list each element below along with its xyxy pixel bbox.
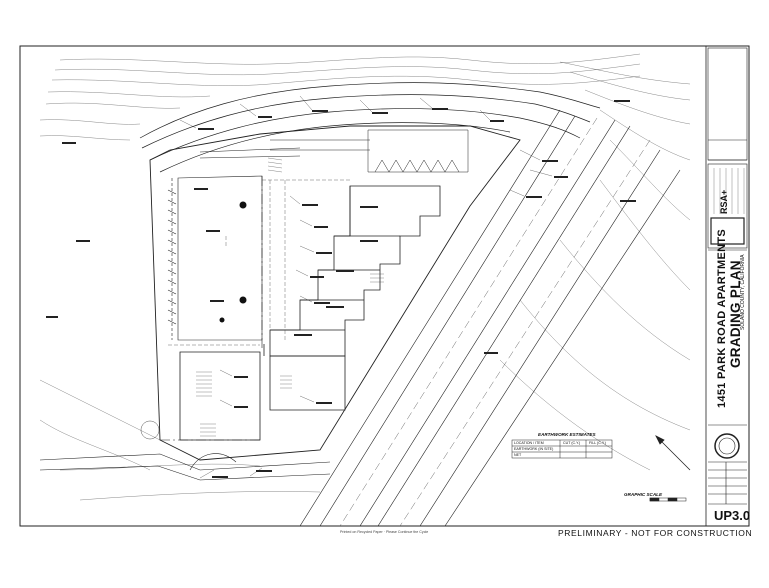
graphic-scale-label: GRAPHIC SCALE (624, 492, 663, 497)
spot-elevation-leaders (179, 95, 553, 479)
project-title: 1451 PARK ROAD APARTMENTS (716, 228, 728, 408)
park-road (139, 82, 601, 173)
title-block-frame (707, 47, 748, 505)
sheet-number: UP3.0 (714, 508, 751, 523)
spot-elevation-labels (46, 100, 636, 478)
grade-breaks (168, 179, 350, 346)
storm-drain-line (160, 176, 263, 441)
earthwork-table-title: EARTHWORK ESTIMATES (538, 432, 596, 437)
catch-basins (219, 201, 247, 323)
preliminary-notice: PRELIMINARY - NOT FOR CONSTRUCTION (558, 528, 753, 538)
apartment-buildings (179, 185, 441, 441)
north-arrow (655, 435, 691, 471)
south-entry (39, 420, 331, 481)
title-block-vertical-notes (713, 168, 745, 214)
earthwork-header-fill: FILL (C.Y.) (589, 441, 606, 445)
earthwork-row-net: NET (514, 453, 522, 457)
project-location: SOLANO COUNTY, CALIFORNIA (740, 254, 746, 330)
graphic-scale-bar (649, 497, 687, 502)
earthwork-row-site: EARTHWORK (IN SITE) (514, 447, 554, 451)
highway-alignment (299, 109, 681, 527)
sheet-border (19, 45, 750, 527)
existing-contours (39, 53, 691, 501)
earthwork-header-location: LOCATION / ITEM (514, 441, 544, 445)
earthwork-header-cut: CUT (C.Y.) (563, 441, 581, 445)
site-boundary (149, 125, 521, 461)
north-parking-stalls (199, 129, 469, 173)
west-parking-lot (167, 175, 263, 341)
stair-hatching (196, 157, 384, 437)
earthwork-table-frame (511, 439, 613, 459)
recycled-paper-note: Printed on Recycled Paper · Please Conti… (340, 530, 429, 534)
highway-centerline (339, 117, 651, 527)
logo: RSA+ (719, 189, 729, 214)
